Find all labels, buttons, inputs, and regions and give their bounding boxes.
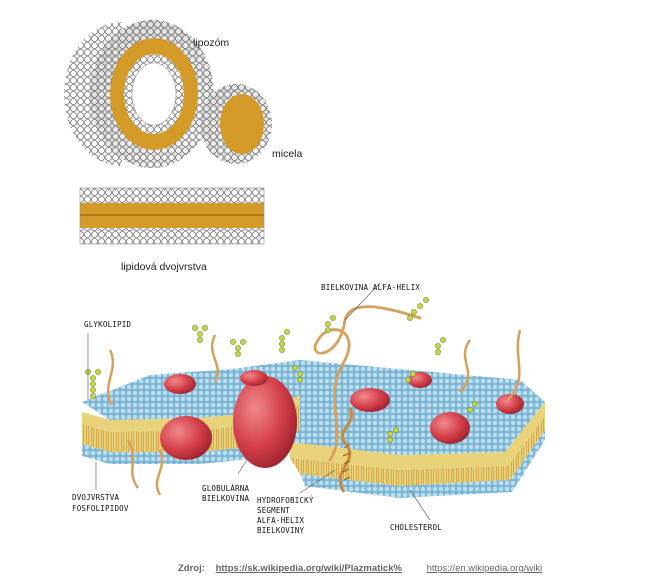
cell-membrane-illustration bbox=[82, 297, 545, 498]
micelle-illustration bbox=[200, 84, 272, 164]
source-label: Zdroj: bbox=[178, 563, 205, 574]
source-link-sk[interactable]: https://sk.wikipedia.org/wiki/Plazmatick… bbox=[216, 563, 402, 574]
hydrophobic-segment-label-line4: BIELKOVINY bbox=[257, 526, 304, 535]
hydrophobic-segment-label-line1: HYDROFOBICKÝ bbox=[257, 496, 314, 505]
hydrophobic-segment-label-line2: SEGMENT bbox=[257, 506, 290, 515]
globular-protein-label-line2: BIELKOVINA bbox=[202, 494, 249, 503]
source-line: Zdroj: https://sk.wikipedia.org/wiki/Pla… bbox=[178, 563, 542, 574]
source-link-en[interactable]: https://en.wikipedia.org/wiki bbox=[427, 563, 543, 574]
liposome-label: lipozóm bbox=[193, 37, 229, 49]
bilayer-label-line1: DVOJVRSTVA bbox=[72, 493, 119, 502]
bilayer-label-line2: FOSFOLIPIDOV bbox=[72, 504, 129, 513]
globular-protein-label-line1: GLOBULÁRNA bbox=[202, 484, 249, 493]
cholesterol-label: CHOLESTEROL bbox=[390, 523, 442, 532]
liposome-illustration bbox=[64, 20, 214, 168]
glycolipid-label: GLYKOLIPID bbox=[84, 320, 131, 329]
hydrophobic-segment-label-line3: ALFA-HELIX bbox=[257, 516, 304, 525]
alpha-helix-label: BIELKOVINA ALFA-HELIX bbox=[321, 283, 420, 292]
bilayer-label: lipidová dvojvrstva bbox=[121, 261, 207, 273]
micelle-label: micela bbox=[272, 148, 303, 160]
lipid-bilayer-illustration bbox=[80, 188, 264, 244]
